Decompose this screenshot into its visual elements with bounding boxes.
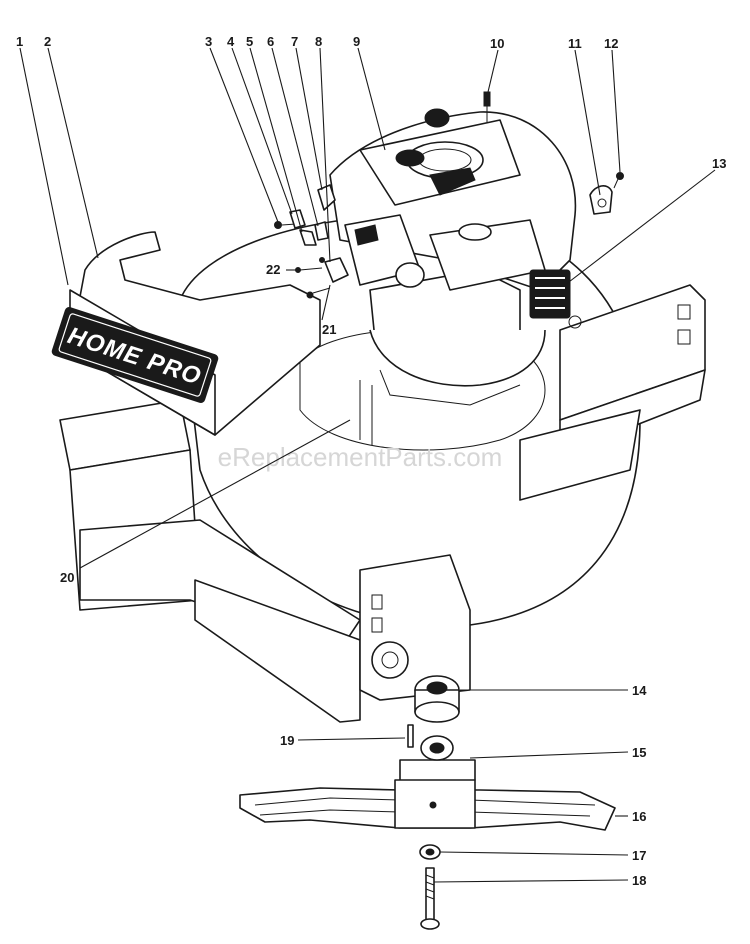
callout-9: 9 <box>353 34 360 49</box>
front-shroud: HOME PRO <box>51 231 321 436</box>
callout-7: 7 <box>291 34 298 49</box>
top-hardware <box>483 91 624 215</box>
throttle-hardware <box>274 184 349 299</box>
cylinder-fins <box>529 269 571 319</box>
callout-16: 16 <box>632 809 646 824</box>
leader-lines <box>19 47 716 883</box>
callout-8: 8 <box>315 34 322 49</box>
callout-20: 20 <box>60 570 74 585</box>
callout-19: 19 <box>280 733 294 748</box>
callout-22: 22 <box>266 262 280 277</box>
callout-13: 13 <box>712 156 726 171</box>
callout-21: 21 <box>322 322 336 337</box>
callout-6: 6 <box>267 34 274 49</box>
callout-17: 17 <box>632 848 646 863</box>
callout-1: 1 <box>16 34 23 49</box>
callout-3: 3 <box>205 34 212 49</box>
callout-11: 11 <box>568 36 582 51</box>
callout-15: 15 <box>632 745 646 760</box>
callout-14: 14 <box>632 683 647 698</box>
callout-12: 12 <box>604 36 618 51</box>
engine <box>329 108 577 445</box>
callout-18: 18 <box>632 873 646 888</box>
watermark: eReplacementParts.com <box>218 442 503 472</box>
callouts: 1 2 3 4 5 6 7 8 9 10 11 12 13 14 15 16 1… <box>16 34 726 888</box>
callout-4: 4 <box>227 34 235 49</box>
callout-2: 2 <box>44 34 51 49</box>
callout-10: 10 <box>490 36 504 51</box>
blade-assembly <box>239 675 616 930</box>
callout-5: 5 <box>246 34 253 49</box>
